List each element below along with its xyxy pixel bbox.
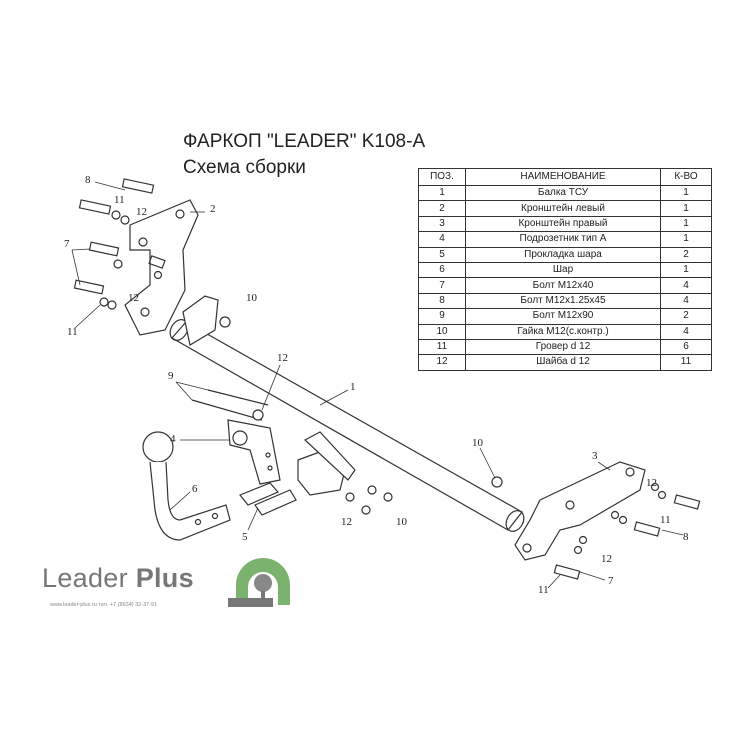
callout-number: 8 xyxy=(85,174,91,186)
position-cell: 8 xyxy=(418,292,466,310)
column-header: ПОЗ. xyxy=(418,168,466,186)
right-bracket xyxy=(514,461,646,561)
diagram-title: ФАРКОП "LEADER" K108-A xyxy=(183,131,426,152)
quantity-cell: 1 xyxy=(660,200,712,217)
callout-number: 12 xyxy=(128,292,139,304)
quantity-cell: 2 xyxy=(660,308,712,325)
name-cell: Болт М12х40 xyxy=(465,277,661,294)
bolt-m12x90 xyxy=(191,399,263,421)
callout-number: 11 xyxy=(538,584,549,596)
name-cell: Шар xyxy=(465,261,661,279)
position-cell: 10 xyxy=(418,323,466,340)
callout-number: 10 xyxy=(396,516,407,528)
quantity-cell: 6 xyxy=(660,338,712,356)
callout-number: 7 xyxy=(64,238,70,250)
name-cell: Болт М12х1.25х45 xyxy=(465,292,661,310)
callout-number: 2 xyxy=(210,203,216,215)
leader-lines xyxy=(71,181,684,589)
callout-number: 12 xyxy=(646,477,657,489)
position-cell: 3 xyxy=(418,215,466,233)
quantity-cell: 11 xyxy=(660,354,712,371)
quantity-cell: 4 xyxy=(660,292,712,310)
callout-number: 4 xyxy=(170,433,176,445)
callout-number: 11 xyxy=(67,326,78,338)
quantity-cell: 1 xyxy=(660,231,712,248)
name-cell: Гровер d 12 xyxy=(465,338,661,356)
position-cell: 12 xyxy=(418,354,466,371)
brand-word-bold: Plus xyxy=(135,563,194,593)
name-cell: Кронштейн левый xyxy=(465,200,661,217)
callout-number: 1 xyxy=(350,381,356,393)
position-cell: 4 xyxy=(418,231,466,248)
position-cell: 6 xyxy=(418,261,466,279)
nuts-washers xyxy=(252,409,701,580)
tow-ball xyxy=(142,431,231,541)
bolt-m12x90 xyxy=(207,389,269,406)
callout-number: 12 xyxy=(341,516,352,528)
callout-number: 11 xyxy=(114,194,125,206)
ball-pad xyxy=(254,489,297,516)
column-header: К-ВО xyxy=(660,168,712,186)
position-cell: 5 xyxy=(418,246,466,263)
brand-word: Leader xyxy=(42,563,128,593)
center-plate xyxy=(303,431,356,481)
quantity-cell: 1 xyxy=(660,215,712,233)
ball-pad xyxy=(239,482,279,506)
column-header: НАИМЕНОВАНИЕ xyxy=(465,168,661,186)
name-cell: Подрозетник тип А xyxy=(465,231,661,248)
position-cell: 2 xyxy=(418,200,466,217)
name-cell: Гайка М12(с.контр.) xyxy=(465,323,661,340)
quantity-cell: 4 xyxy=(660,323,712,340)
name-cell: Балка ТСУ xyxy=(465,184,661,202)
callout-number: 8 xyxy=(683,531,689,543)
position-cell: 7 xyxy=(418,277,466,294)
callout-number: 11 xyxy=(660,514,671,526)
callout-number: 12 xyxy=(277,352,288,364)
name-cell: Шайба d 12 xyxy=(465,354,661,371)
callout-number: 10 xyxy=(246,292,257,304)
beam-plate-left xyxy=(182,295,219,346)
quantity-cell: 2 xyxy=(660,246,712,263)
quantity-cell: 1 xyxy=(660,184,712,202)
position-cell: 1 xyxy=(418,184,466,202)
callout-number: 3 xyxy=(592,450,598,462)
callout-number: 10 xyxy=(472,437,483,449)
position-cell: 9 xyxy=(418,308,466,325)
contact-info: www.leader-plus.ru тел. +7 (8634) 32-37-… xyxy=(50,602,158,608)
diagram-subtitle: Схема сборки xyxy=(183,157,306,178)
position-cell: 11 xyxy=(418,338,466,356)
name-cell: Кронштейн правый xyxy=(465,215,661,233)
callout-number: 12 xyxy=(601,553,612,565)
callout-number: 9 xyxy=(168,370,174,382)
callout-number: 5 xyxy=(242,531,248,543)
callout-number: 12 xyxy=(136,206,147,218)
quantity-cell: 1 xyxy=(660,261,712,279)
leader-plus-logo-icon xyxy=(228,558,290,607)
table-header-row: ПОЗ. НАИМЕНОВАНИЕ К-ВО xyxy=(418,168,712,186)
callout-number: 7 xyxy=(608,575,614,587)
quantity-cell: 4 xyxy=(660,277,712,294)
left-fasteners xyxy=(73,178,231,328)
name-cell: Прокладка шара xyxy=(465,246,661,263)
name-cell: Болт М12х90 xyxy=(465,308,661,325)
brand-name: Leader Plus xyxy=(42,563,194,594)
socket-plate xyxy=(227,419,281,485)
callout-number: 6 xyxy=(192,483,198,495)
left-bracket xyxy=(124,199,199,336)
